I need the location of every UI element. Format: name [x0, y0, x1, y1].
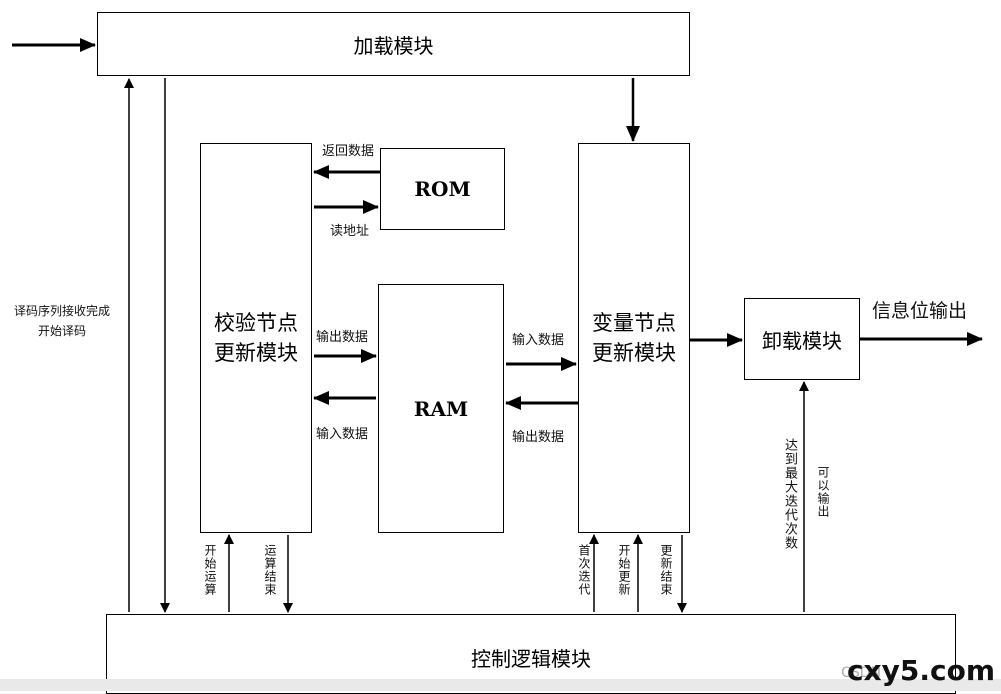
load-module: 加载模块 — [97, 12, 690, 76]
check-node-update-module: 校验节点 更新模块 — [200, 143, 312, 533]
rom-label: ROM — [414, 177, 471, 201]
unload-module: 卸载模块 — [744, 298, 860, 380]
check-node-update-label: 校验节点 更新模块 — [214, 311, 298, 365]
load-module-label: 加载模块 — [353, 33, 434, 58]
control-logic-label: 控制逻辑模块 — [471, 647, 591, 671]
csdn-watermark: CSDN — [841, 665, 881, 681]
ram-module: RAM — [378, 284, 504, 533]
input-data-left-label: 输入数据 — [316, 427, 369, 442]
input-data-right-label: 输入数据 — [512, 333, 565, 348]
first-iter-label: 首次迭代 — [577, 544, 591, 596]
ram-label: RAM — [413, 396, 469, 421]
read-address-label: 读地址 — [330, 224, 370, 239]
compute-end-label: 运算结束 — [263, 544, 277, 596]
start-update-label: 开始更新 — [617, 544, 631, 596]
update-end-label: 更新结束 — [659, 544, 673, 596]
variable-node-update-module: 变量节点 更新模块 — [578, 143, 690, 533]
output-data-left-label: 输出数据 — [316, 330, 369, 345]
info-output-label: 信息位输出 — [872, 300, 968, 322]
output-data-right-label: 输出数据 — [512, 430, 565, 445]
start-compute-label: 开始运算 — [203, 544, 217, 596]
can-output-label: 可以输出 — [816, 466, 830, 518]
variable-node-update-label: 变量节点 更新模块 — [592, 311, 676, 365]
unload-module-label: 卸载模块 — [762, 328, 842, 353]
bottom-strip — [0, 679, 1001, 691]
rom-module: ROM — [380, 148, 505, 230]
max-iter-label: 达到最大迭代次数 — [782, 438, 797, 550]
site-watermark: cxy5.com — [846, 654, 995, 687]
return-data-label: 返回数据 — [322, 144, 375, 159]
decode-start-label: 译码序列接收完成 开始译码 — [13, 304, 110, 338]
